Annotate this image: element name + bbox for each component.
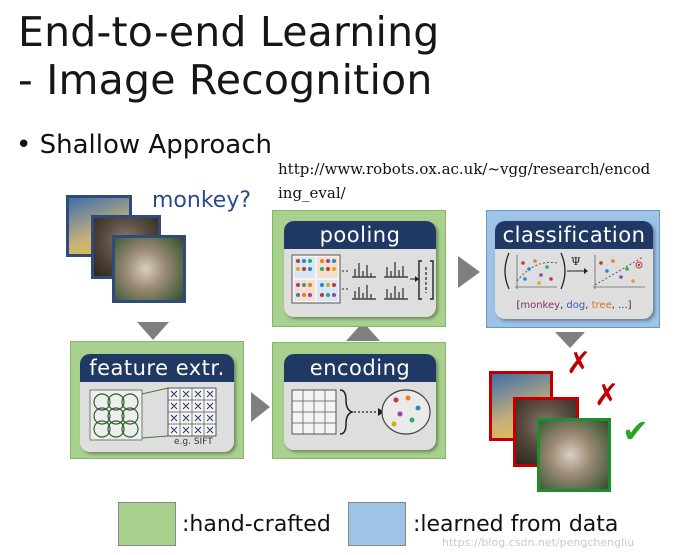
stage-encoding: encoding <box>272 342 446 459</box>
bullet-symbol: • <box>16 130 32 160</box>
pooling-stage-label: pooling <box>284 221 436 249</box>
arrow-down-input-to-feature <box>137 322 169 340</box>
feature-caption: e.g. SIFT <box>174 437 213 447</box>
classification-stage-label: classification <box>495 221 653 249</box>
result-image-3 <box>537 418 611 492</box>
legend-label-learned: :learned from data <box>413 512 619 537</box>
bullet-text: Shallow Approach <box>39 130 272 160</box>
bullet-item: • Shallow Approach <box>16 130 272 160</box>
legend-swatch-learned <box>348 502 406 546</box>
class-list-open: [ <box>516 300 521 311</box>
arrow-right-pooling-to-classification <box>458 256 480 288</box>
stage-feature-extraction: feature extr. e.g. SIFT <box>70 341 244 459</box>
encoding-card: encoding <box>284 354 436 450</box>
sift-illustration-icon <box>89 387 217 441</box>
encoding-illustration-icon <box>291 389 431 435</box>
classification-card: classification Ψ [monkey, dog, tree, ...… <box>495 221 653 319</box>
classification-illustration-icon: Ψ <box>504 252 645 290</box>
legend-label-hand-crafted: :hand-crafted <box>182 512 331 537</box>
slide-title-line-1: End-to-end Learning <box>18 8 440 56</box>
class-monkey: monkey <box>520 300 561 311</box>
stage-pooling: pooling <box>272 210 446 327</box>
class-dog: dog <box>566 300 586 311</box>
classification-psi-symbol: Ψ <box>571 255 581 268</box>
result-mark-1-cross-icon: ✗ <box>566 346 592 381</box>
class-list-separator: , <box>611 300 619 311</box>
pooling-illustration-icon <box>291 254 434 304</box>
arrow-right-feature-to-encoding <box>251 392 270 422</box>
class-tree: tree <box>591 300 612 311</box>
legend-swatch-hand-crafted <box>118 502 176 546</box>
input-query-label: monkey? <box>152 188 252 213</box>
watermark: https://blog.csdn.net/pengchengliu <box>442 536 635 549</box>
class-list-close: ] <box>627 300 632 311</box>
input-image-stack <box>66 195 192 305</box>
source-url-line-1: http://www.robots.ox.ac.uk/~vgg/research… <box>278 160 651 178</box>
class-list-separator: , <box>585 300 592 311</box>
pooling-card: pooling <box>284 221 436 317</box>
slide-title-line-2: - Image Recognition <box>18 56 433 104</box>
encoding-stage-label: encoding <box>284 354 436 382</box>
class-list: [monkey, dog, tree, ...] <box>495 300 653 311</box>
feature-card: feature extr. e.g. SIFT <box>80 354 234 452</box>
arrow-down-classification-to-results <box>555 332 585 348</box>
stage-classification: classification Ψ [monkey, dog, tree, ...… <box>486 210 660 328</box>
source-url-line-2: ing_eval/ <box>278 184 346 202</box>
feature-stage-label: feature extr. <box>80 354 234 382</box>
result-mark-2-cross-icon: ✗ <box>594 378 620 413</box>
class-list-separator: , <box>560 300 567 311</box>
result-mark-3-check-icon: ✔ <box>622 412 649 450</box>
class-more: ... <box>618 300 628 311</box>
input-image-front <box>112 235 186 303</box>
